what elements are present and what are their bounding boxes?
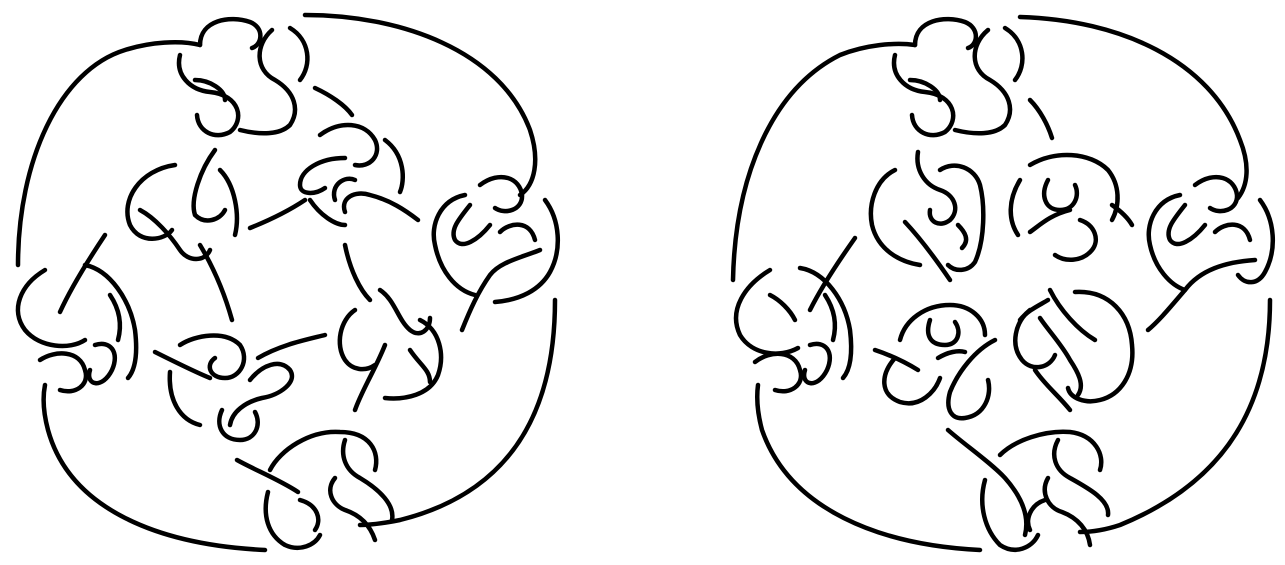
strand-b-lobe-3 — [343, 440, 392, 520]
strand-b-lobe-2 — [1000, 432, 1101, 470]
strand-outer-left — [733, 44, 915, 280]
strand-ul-lobe-3 — [940, 166, 983, 270]
strand-ul-lobe-6 — [250, 200, 305, 228]
strand-lr-lobe-5 — [355, 345, 385, 410]
strand-ur-lobe-2 — [1011, 180, 1020, 235]
strand-lm-lobe-1 — [155, 352, 210, 378]
strand-ur-lobe-4 — [1030, 210, 1070, 232]
strand-top-lobe-2 — [894, 55, 953, 135]
strand-ul-lobe-5 — [958, 225, 966, 248]
strand-top-lobe-3 — [240, 30, 295, 133]
strand-ul-lobe-4 — [905, 222, 950, 280]
strand-top-lobe-1 — [915, 19, 976, 48]
strand-ul-lobe-2 — [127, 165, 175, 239]
strand-ur-lobe-3 — [1044, 180, 1077, 210]
strand-b-lobe-4 — [266, 492, 320, 548]
strand-ul-lobe-1 — [871, 170, 920, 265]
strand-ul-lobe-1 — [194, 150, 225, 220]
strand-um-lobe-3 — [385, 140, 403, 192]
strand-lr-lobe-3 — [340, 310, 375, 369]
strand-ll-lobe-6 — [938, 351, 965, 358]
strand-top-lobe-4 — [1005, 28, 1022, 80]
strand-lr-lobe-6 — [410, 350, 430, 382]
strand-r-lobe-1 — [480, 177, 522, 211]
strand-lr-lobe-6 — [1020, 300, 1048, 320]
strand-ur-lobe-5 — [1055, 220, 1096, 260]
strand-um-lobe-2 — [300, 158, 345, 193]
strand-lr-lobe-5 — [1035, 370, 1070, 410]
strand-r-lobe-5 — [1215, 225, 1250, 240]
strand-outer-right — [1080, 300, 1270, 532]
strand-r-lobe-1 — [1195, 177, 1237, 211]
strand-l-lobe-5 — [89, 344, 115, 383]
strand-r-lobe-6 — [462, 250, 540, 330]
strand-lr-lobe-1 — [345, 245, 370, 300]
strand-l-lobe-3 — [85, 265, 136, 378]
strand-lr-lobe-2 — [380, 290, 430, 333]
strand-l-lobe-6 — [110, 295, 120, 340]
strand-ul-lobe-2 — [917, 152, 955, 224]
strand-l-lobe-2 — [800, 268, 851, 378]
strand-ul-lobe-5 — [200, 245, 232, 320]
strand-top-lobe-6 — [315, 88, 352, 115]
strand-b-lobe-5 — [300, 500, 318, 530]
strand-b-lobe-6 — [1028, 500, 1045, 530]
strand-b-lobe-2 — [270, 432, 376, 470]
strand-lm-lobe-4 — [258, 335, 325, 358]
strand-r-lobe-3 — [453, 205, 490, 244]
knot-diagram-left — [18, 15, 558, 550]
strand-l-lobe-5 — [825, 295, 835, 340]
strand-r-lobe-4 — [1238, 200, 1273, 282]
strand-top-lobe-3 — [955, 30, 1010, 133]
strand-outer-top — [1020, 17, 1247, 198]
strand-lr-lobe-2 — [1068, 292, 1132, 401]
strand-lr-lobe-1 — [1050, 290, 1095, 340]
strand-l-lobe-4 — [804, 344, 830, 383]
strand-b-lobe-6 — [330, 478, 375, 540]
strand-ll-lobe-2 — [900, 305, 985, 340]
strand-outer-bottom — [44, 385, 265, 550]
strand-ll-lobe-3 — [928, 320, 958, 345]
strand-r-lobe-3 — [1168, 205, 1205, 244]
strand-um-lobe-5 — [344, 194, 418, 220]
strand-ul-lobe-3 — [220, 170, 237, 235]
strand-l-lobe-6 — [770, 295, 795, 320]
strand-lm-lobe-2 — [180, 336, 244, 378]
knot-diagram-right — [733, 17, 1273, 550]
strand-lm-lobe-3 — [170, 372, 200, 425]
strand-r-lobe-4 — [495, 200, 558, 302]
strand-um-lobe-4 — [310, 200, 345, 225]
strand-top-lobe-1 — [200, 19, 260, 48]
strand-top-lobe-2 — [179, 55, 238, 135]
strand-top-lobe-4 — [290, 28, 307, 80]
strand-ll-lobe-1 — [875, 350, 918, 370]
strand-l-lobe-3 — [755, 354, 801, 391]
strand-b-lobe-1 — [237, 460, 298, 492]
strand-r-lobe-6 — [1148, 260, 1255, 330]
strand-l-lobe-1 — [60, 235, 105, 312]
strand-lm-lobe-6 — [219, 410, 257, 440]
strand-outer-right — [360, 300, 555, 525]
strand-r-lobe-5 — [500, 225, 535, 240]
strand-top-lobe-6 — [1030, 100, 1052, 138]
strand-outer-bottom — [757, 385, 980, 550]
